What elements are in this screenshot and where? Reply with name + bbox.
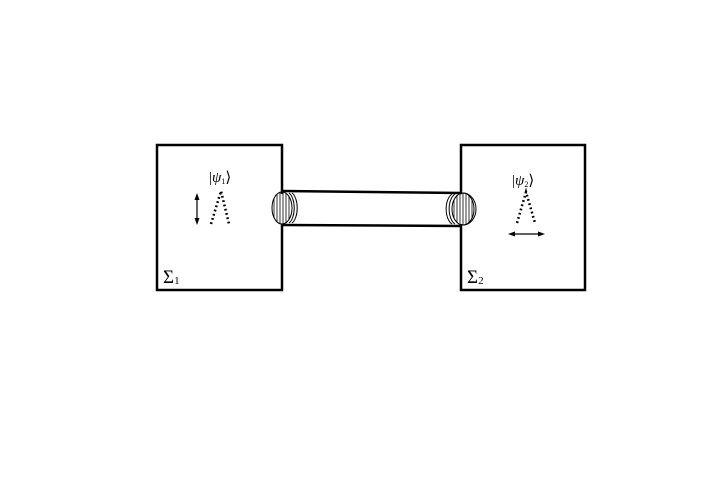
box-sigma-2 (459, 143, 587, 292)
state-label-2: |ψ2⟩ (512, 173, 534, 189)
horizontal-double-arrow (508, 231, 545, 237)
sigma-label-2: Σ2 (467, 267, 484, 288)
wavepacket-2 (515, 187, 537, 224)
tube-end-left (271, 191, 298, 225)
wavepacket-1 (209, 186, 231, 225)
tube-end-right (445, 192, 477, 226)
vertical-double-arrow (194, 193, 200, 225)
state-label-1: |ψ1⟩ (209, 170, 231, 186)
sigma-label-1: Σ1 (163, 267, 180, 288)
box-sigma-1 (155, 143, 284, 292)
connecting-tube (279, 189, 464, 228)
